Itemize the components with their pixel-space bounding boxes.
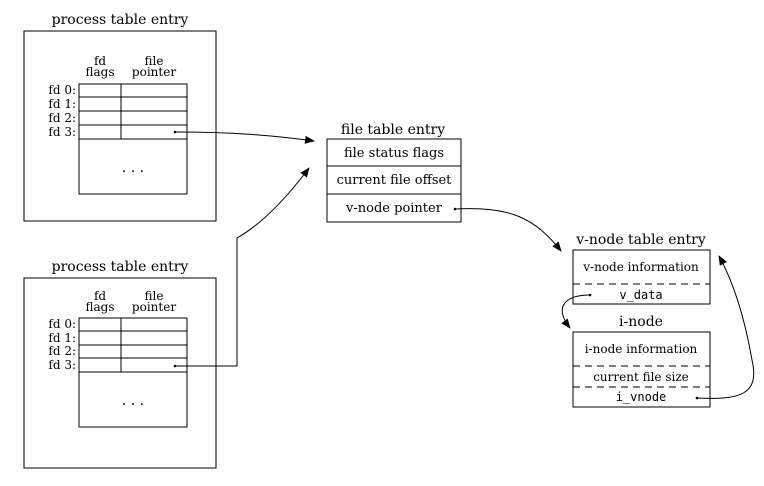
file-table-entry: file table entry file status flags curre… [326,122,462,223]
inode-title: i-node [619,314,663,330]
vnode-table-title: v-node table entry [575,232,706,248]
current-file-size: current file size [593,370,689,384]
process-table-2-title: process table entry [52,259,189,275]
process-table-1-title: process table entry [52,12,189,28]
i-vnode-field: i_vnode [616,390,667,404]
fd-flags-header-line2: flags [86,65,115,79]
v-data-field: v_data [619,288,662,302]
vnode-information: v-node information [582,260,699,274]
v-data-arrow [561,294,591,329]
fd-row-label: fd 2: [48,111,76,125]
fd-row-label: fd 3: [48,358,76,372]
file-pointer-header-line1: file [145,289,164,303]
inode-box [572,331,711,408]
process-table-2-frame [23,277,217,469]
fd-flags-header-line1: fd [94,289,106,303]
vnode-pointer-arrow [454,208,562,252]
fd-row-label: fd 1: [48,331,76,345]
vnode-pointer: v-node pointer [345,201,443,216]
fd-row-label: fd 0: [48,83,76,97]
ellipsis: . . . [122,160,144,176]
fd-flags-header-line1: fd [94,54,106,68]
i-vnode-arrow [696,255,755,399]
fd3-pointer-arrow-1 [174,131,315,144]
file-table-title: file table entry [341,122,445,138]
vnode-table-entry: v-node table entry v-node information v_… [572,232,711,305]
file-status-flags: file status flags [344,146,444,161]
process-table-entry-2: process table entry fd flags file pointe… [23,259,217,469]
fd3-pointer-arrow-2 [175,167,310,367]
ellipsis: . . . [122,393,144,409]
vnode-table-box [572,249,711,305]
file-pointer-header-line2: pointer [132,65,176,79]
fd-row-label: fd 3: [48,125,76,139]
fd-row-label: fd 2: [48,344,76,358]
fd-row-label: fd 1: [48,97,76,111]
fd-flags-header-line2: flags [86,300,115,314]
inode-entry: i-node i-node information current file s… [572,314,711,408]
file-pointer-header-line2: pointer [132,300,176,314]
current-file-offset: current file offset [337,173,453,188]
process-table-entry-1: process table entry fd flags file pointe… [23,12,217,222]
inode-information: i-node information [585,342,698,356]
fd-row-label: fd 0: [48,317,76,331]
file-pointer-header-line1: file [145,54,164,68]
file-table-box [326,138,462,223]
process-table-1-frame [23,30,217,222]
